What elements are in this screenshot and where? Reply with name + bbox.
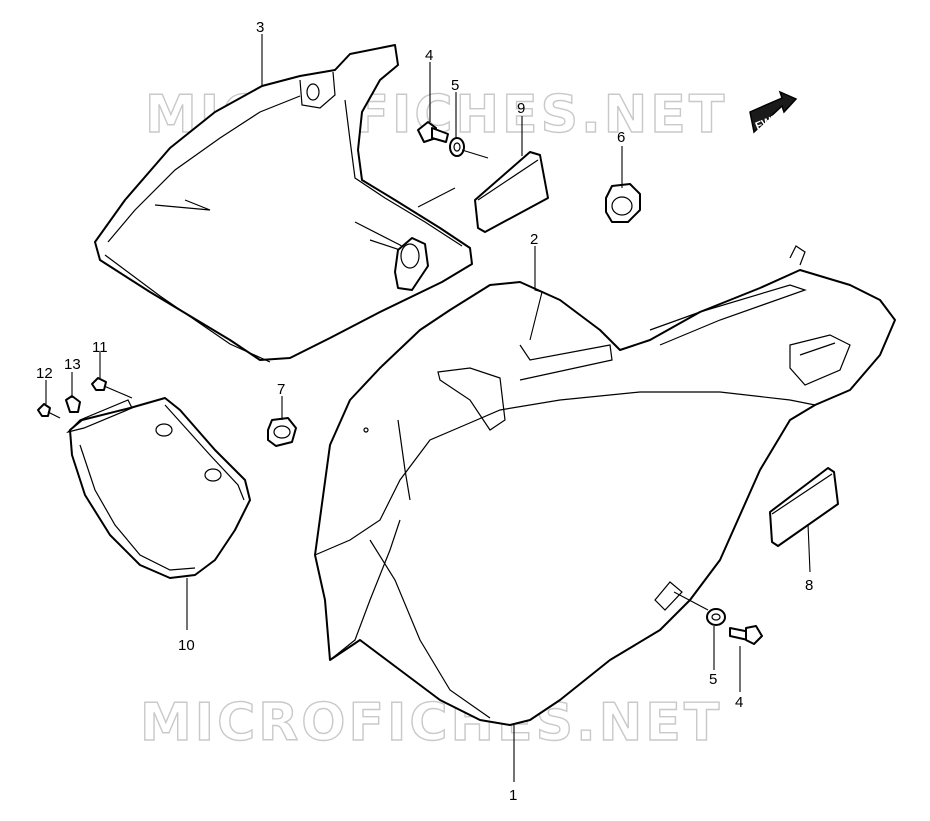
part-11-screw <box>91 377 119 393</box>
part-12-screw <box>37 403 61 419</box>
part-6-grommet <box>605 183 641 223</box>
callout-1: 1 <box>509 787 517 804</box>
callout-12: 12 <box>36 365 53 382</box>
part-5-washer-upper <box>449 137 465 157</box>
part-10-small-cover <box>66 397 251 579</box>
part-13-clip <box>65 395 81 413</box>
callout-2: 2 <box>530 231 538 248</box>
callout-7: 7 <box>277 381 285 398</box>
part-3-side-cover <box>94 44 473 363</box>
part-1-2-main-cover <box>314 245 896 726</box>
part-4-bolt-lower <box>729 625 763 645</box>
callout-13: 13 <box>64 356 81 373</box>
callout-9: 9 <box>517 100 525 117</box>
watermark-bottom: MICROFICHES.NET <box>140 693 722 753</box>
callout-8: 8 <box>805 577 813 594</box>
fwd-arrow-icon: FWD <box>749 90 798 134</box>
callout-3: 3 <box>256 19 264 36</box>
part-8-pad <box>769 467 839 547</box>
callout-5-lower: 5 <box>709 671 717 688</box>
part-5-washer-lower <box>706 608 726 626</box>
part-7-grommet <box>267 417 297 447</box>
part-9-pad <box>474 151 549 233</box>
callout-6: 6 <box>617 129 625 146</box>
part-4-bolt-upper <box>417 121 449 143</box>
callout-4-lower: 4 <box>735 694 743 711</box>
callout-11: 11 <box>92 339 108 356</box>
callout-4-upper: 4 <box>425 47 433 64</box>
callout-10: 10 <box>178 637 195 654</box>
callout-5-upper: 5 <box>451 77 459 94</box>
